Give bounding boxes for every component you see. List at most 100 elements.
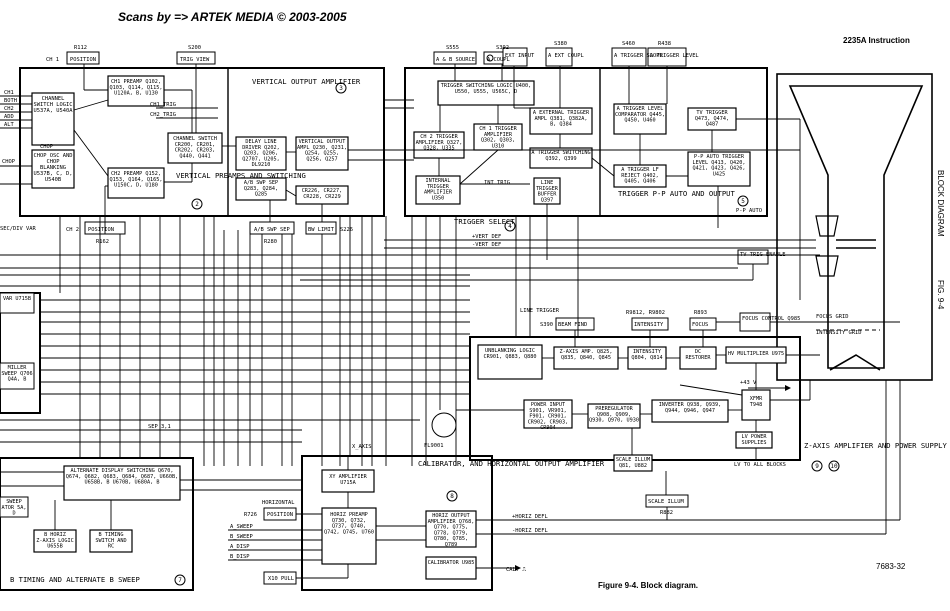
block-text-var-block: VAR U715B — [3, 296, 31, 302]
label-bw-limit: BW LIMIT — [308, 227, 335, 233]
block-preregulator — [587, 403, 641, 429]
label-r112: R112 — [74, 45, 87, 51]
block-text-ch1-preamp: CH1 PREAMP Q102,Q103, Q114, Q115,U120A, … — [109, 79, 162, 97]
block-text-hv-multiplier: HV MULTIPLIER U975 — [728, 351, 784, 357]
label-x-axis: X_AXIS — [352, 444, 371, 450]
section-num-5: 5 — [741, 198, 745, 205]
label-b-disp: B_DISP — [230, 554, 249, 560]
label-focus: FOCUS — [692, 322, 708, 328]
label-position-1: POSITION — [70, 57, 96, 63]
label-ch1-mode: CH1 — [4, 90, 14, 96]
block-trigger-switching-logic — [437, 80, 535, 106]
label-s226: S226 — [340, 227, 353, 233]
figure-caption: Figure 9-4. Block diagram. — [598, 581, 699, 590]
label-trig-view: TRIG VIEW — [180, 57, 210, 63]
label-r9812: R9812, R9802 — [626, 310, 665, 316]
section-num-3: 3 — [339, 85, 343, 92]
scan-credit: Scans by => ARTEK MEDIA © 2003-2005 — [118, 10, 347, 24]
figure-code: 7683-32 — [876, 562, 906, 571]
section-num-7: 7 — [178, 577, 182, 584]
section-num-9: 9 — [815, 463, 819, 470]
label-s555: S555 — [446, 45, 459, 51]
block-scale-illum — [613, 454, 653, 472]
label-ch1: CH 1 — [46, 57, 59, 63]
label-ch2-mode: CH2 — [4, 106, 14, 112]
block-ch1-preamp — [107, 75, 165, 107]
block-chop-osc — [31, 149, 75, 189]
label-add-mode: ADD — [4, 114, 14, 120]
label-pp-auto: P-P AUTO — [736, 208, 762, 214]
section-num-2: 2 — [195, 201, 199, 208]
label-focus-grid: FOCUS GRID — [816, 314, 848, 320]
side-label-block-diagram: BLOCK DIAGRAM — [936, 170, 945, 237]
label-ch2-trig: CH2_TRIG — [150, 112, 176, 118]
label-focus-control: FOCUS CONTROL Q985 — [742, 316, 800, 322]
block-vertical-output-ampl — [295, 136, 349, 171]
label-s392: S392 — [496, 45, 509, 51]
power-plug — [431, 412, 457, 438]
block-channel-switch — [167, 132, 223, 164]
label-r162: R162 — [96, 239, 109, 245]
label-horiz-defl-plus: +HORIZ DEFL — [512, 514, 548, 520]
z-axis-title: Z-AXIS AMPLIFIER AND POWER SUPPLY — [804, 441, 947, 450]
label-position-2: POSITION — [88, 227, 114, 233]
trigger-section-frame — [404, 67, 768, 217]
label-vert-def-minus: -VERT DEF — [472, 242, 501, 248]
block-ch2-preamp — [107, 167, 165, 199]
block-ab-swp-sep — [235, 177, 287, 201]
block-text-inverter: INVERTER Q938, Q939,Q944, Q946, Q947 — [659, 402, 721, 414]
label-sec-div: SEC/DIV VAR — [0, 226, 36, 232]
b-timing-section-frame — [0, 457, 194, 591]
block-a-external-trigger — [529, 107, 593, 135]
label-a-disp: A_DISP — [230, 544, 249, 550]
block-channel-switch-logic — [31, 92, 75, 146]
vertical-output-title: VERTICAL OUTPUT AMPLIFIER — [252, 77, 361, 86]
label-chop-2: CHOP — [2, 159, 15, 165]
block-unblanking-logic — [477, 344, 543, 380]
label-lv-to-all: LV TO ALL BLOCKS — [734, 462, 786, 468]
block-text-alternate-display: ALTERNATE DISPLAY SWITCHING Q670,Q674, Q… — [66, 468, 178, 486]
vertical-section-frame — [19, 67, 385, 217]
side-label-fig: FIG. 9-4 — [936, 280, 945, 310]
b-timing-title: B TIMING AND ALTERNATE B SWEEP — [10, 575, 140, 584]
label-both-mode: BOTH — [4, 98, 17, 104]
label-sep: SEP 3,1 — [148, 424, 171, 430]
block-text-z-axis-amp: Z-AXIS AMP. Q825,Q835, Q840, Q845 — [559, 349, 612, 361]
section-num-4: 4 — [508, 223, 512, 230]
section-num-10: 10 — [830, 463, 838, 470]
block-text-calibrator-block: CALIBRATOR U985 — [428, 560, 475, 566]
label-plus43v: +43 V — [740, 380, 757, 386]
label-ext-input: EXT INPUT — [505, 53, 535, 59]
label-r893: R893 — [694, 310, 707, 316]
label-horizontal: HORIZONTAL — [262, 500, 294, 506]
label-ch1-trig: CH1_TRIG — [150, 102, 176, 108]
calibrator-section-frame — [301, 455, 493, 591]
label-cal: CAL. ⎍ — [506, 567, 526, 573]
label-tv-trig-enable: TV TRIG ENABLE — [740, 252, 785, 258]
trigger-pp-title: TRIGGER P-P AUTO AND OUTPUT — [618, 189, 736, 198]
block-ch1-trigger-amp — [473, 123, 523, 151]
manual-title: 2235A Instruction — [843, 36, 910, 45]
